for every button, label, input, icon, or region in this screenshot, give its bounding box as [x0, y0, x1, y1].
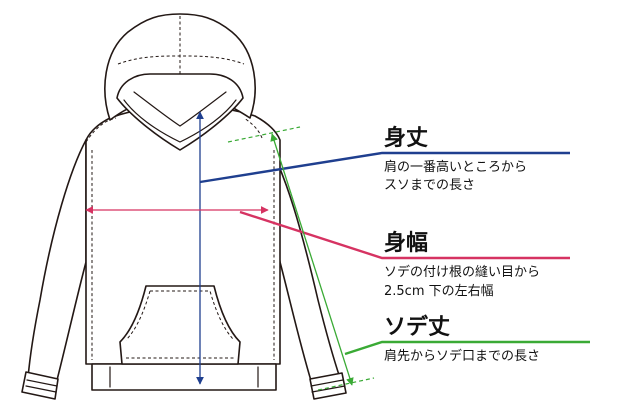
width-desc-line2: 2.5cm 下の左右幅	[384, 284, 494, 299]
length-leader-line	[199, 151, 570, 184]
sleeve-title: ソデ丈	[384, 314, 450, 340]
sleeve-leader-line	[344, 340, 590, 356]
sleeve-arrow	[270, 133, 354, 386]
length-desc-line1: 肩の一番高いところから	[384, 159, 527, 175]
sleeve-desc-line1: 肩先からソデ口までの長さ	[384, 348, 540, 364]
hood-opening	[116, 73, 244, 151]
sleeve-measurement	[227, 126, 590, 391]
length-title: 身丈	[384, 125, 428, 151]
left-sleeve	[27, 139, 87, 385]
length-measurement	[196, 111, 570, 385]
width-title: 身幅	[384, 230, 428, 256]
width-desc-line1: ソデの付け根の縫い目から	[384, 264, 540, 280]
hoodie-outline-icon	[21, 13, 347, 400]
sleeve-shoulder-guide	[227, 126, 301, 143]
waistband	[91, 363, 277, 391]
length-desc-line2: スソまでの長さ	[384, 178, 475, 193]
left-cuff	[21, 371, 59, 400]
kangaroo-pocket	[119, 285, 241, 365]
